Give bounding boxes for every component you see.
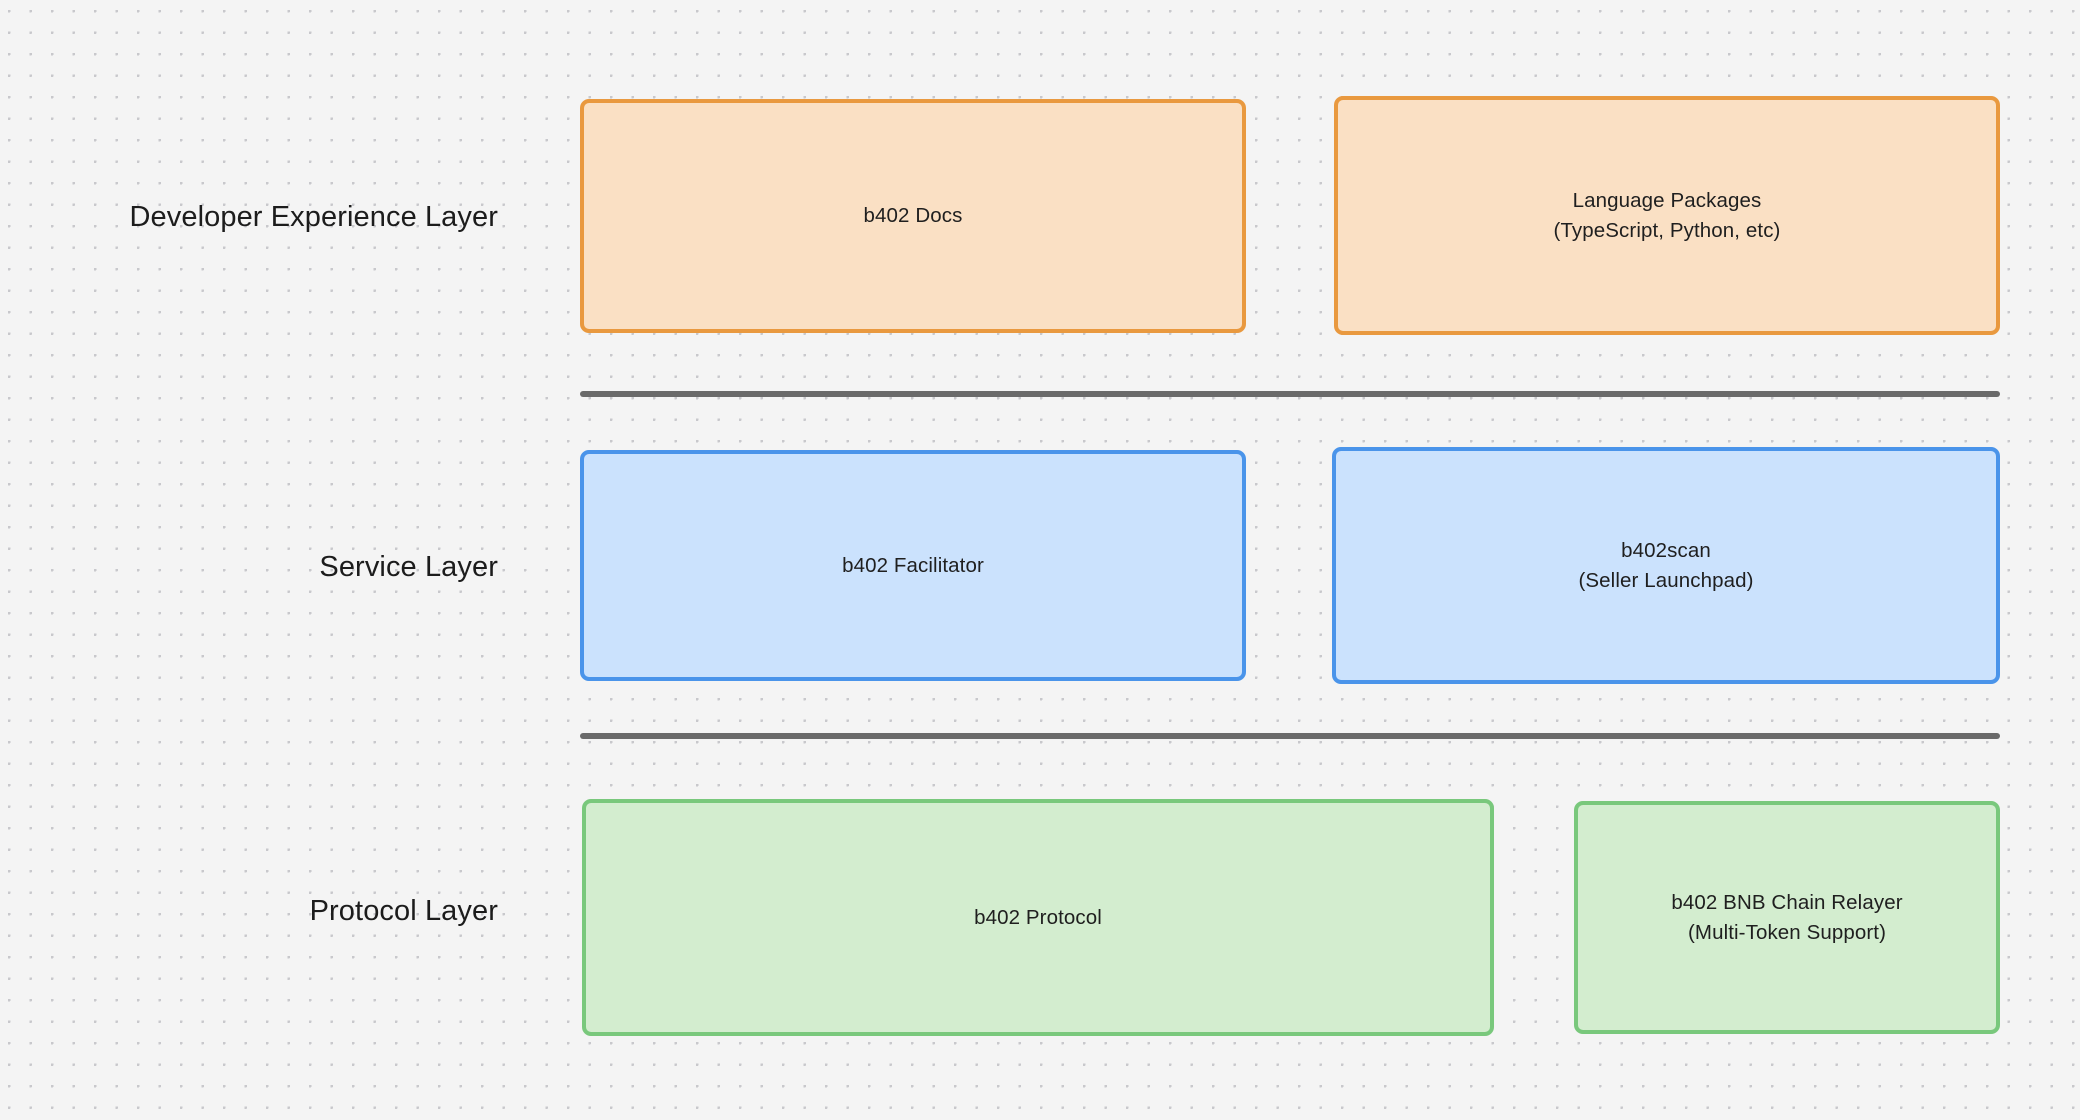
divider-service-protocol (580, 733, 2000, 739)
node-b402-bnb-chain-relayer-label: b402 BNB Chain Relayer (Multi-Token Supp… (1671, 890, 1903, 944)
node-b402-docs[interactable]: b402 Docs (580, 99, 1246, 333)
node-b402-bnb-chain-relayer[interactable]: b402 BNB Chain Relayer (Multi-Token Supp… (1574, 801, 2000, 1034)
layer-label-protocol: Protocol Layer (309, 895, 498, 927)
layer-label-developer-experience: Developer Experience Layer (129, 201, 498, 233)
node-b402-docs-label: b402 Docs (863, 204, 963, 227)
node-language-packages[interactable]: Language Packages (TypeScript, Python, e… (1334, 96, 2000, 335)
node-b402-protocol-label: b402 Protocol (974, 905, 1102, 929)
layer-label-service: Service Layer (319, 551, 498, 583)
node-b402-protocol[interactable]: b402 Protocol (582, 799, 1494, 1036)
node-b402-facilitator[interactable]: b402 Facilitator (580, 450, 1246, 681)
node-b402scan-label: b402scan (Seller Launchpad) (1578, 538, 1754, 592)
node-b402scan[interactable]: b402scan (Seller Launchpad) (1332, 447, 2000, 684)
divider-dx-service (580, 391, 2000, 397)
node-b402-facilitator-label: b402 Facilitator (842, 553, 984, 577)
node-language-packages-label: Language Packages (TypeScript, Python, e… (1553, 188, 1781, 242)
